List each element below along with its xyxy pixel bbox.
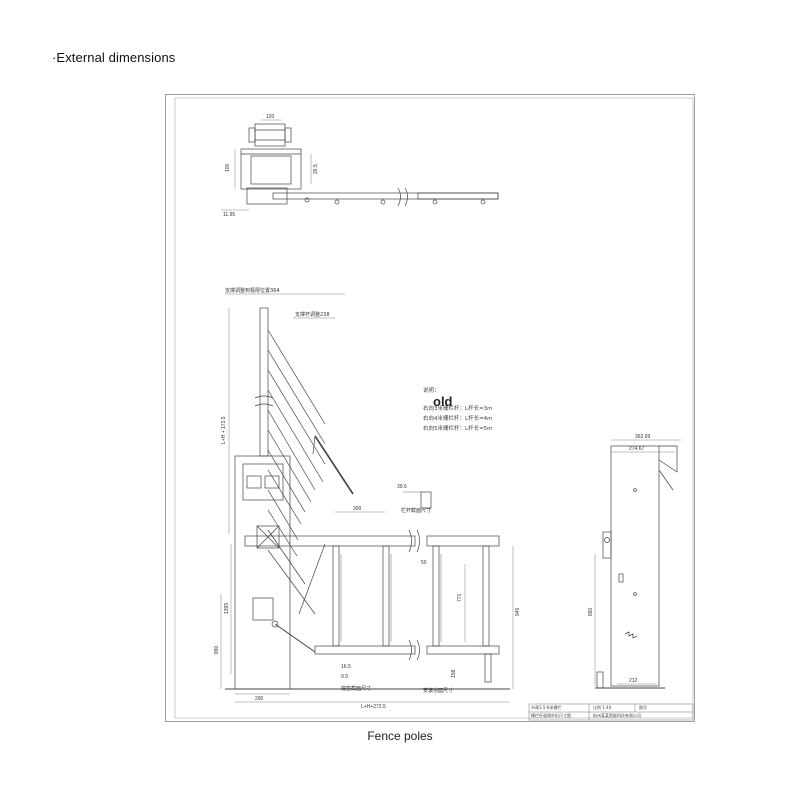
label-support-max: 支撑调整到极限位置364 xyxy=(225,287,280,294)
front-dim-300: 300 xyxy=(353,506,362,512)
top-dim-100: 100 xyxy=(225,163,231,172)
title-block-drawing-no: 图号 xyxy=(639,704,647,710)
cabinet-side xyxy=(610,445,660,687)
front-dim-945: 945 xyxy=(515,607,521,616)
label-base: 底座截面尺寸 xyxy=(341,685,371,692)
front-dim-bottom: L+H+272.5 xyxy=(361,704,386,710)
front-view xyxy=(220,293,514,703)
figure-caption: Fence poles xyxy=(367,729,433,743)
top-view xyxy=(221,119,499,211)
title-block-title-a: 市政3.5-6米栅栏 xyxy=(531,704,561,710)
front-dim-50: 50 xyxy=(421,560,427,566)
drawing-sheet: 120 100 26.5 11.95 xyxy=(165,94,695,722)
front-dim-9-9: 9.9 xyxy=(341,674,348,680)
technical-drawing: 120 100 26.5 11.95 xyxy=(165,94,695,722)
front-dim-890: 890 xyxy=(214,645,220,654)
top-dim-26-5: 26.5 xyxy=(313,164,319,174)
title-block xyxy=(528,703,694,721)
title-block-title-b: 栅栏杆道闸外形尺寸图 xyxy=(531,712,571,718)
top-dim-11-95: 11.95 xyxy=(223,212,235,218)
note-line-2: 右向4米栅栏杆：L杆长=4m xyxy=(423,414,493,422)
front-dim-771: 771 xyxy=(457,593,463,602)
watermark-text: old xyxy=(433,394,453,409)
side-dim-890: 890 xyxy=(588,607,594,616)
side-view xyxy=(594,439,681,689)
side-dim-362: 362.69 xyxy=(635,434,651,440)
front-dim-height: L+H + 172.5 xyxy=(221,416,227,444)
sheet-inner-border xyxy=(174,97,694,719)
note-line-3: 右向5米栅栏杆：L杆长=5m xyxy=(423,424,493,432)
front-dim-16-5: 16.5 xyxy=(341,664,351,670)
front-dim-39-6: 39.6 xyxy=(397,484,407,490)
side-dim-274: 274.67 xyxy=(629,446,645,452)
note-title: 说明： xyxy=(423,386,440,394)
note-line-1: 右向3米栅栏杆：L杆长=3m xyxy=(423,404,493,412)
title-block-company: 杭州某某智能科技有限公司 xyxy=(593,712,641,718)
label-detail: 栏杆截面尺寸 xyxy=(401,507,431,514)
label-support-adjust: 支撑杆调整238 xyxy=(295,311,330,318)
vertical-pole xyxy=(259,307,269,457)
section-heading: ·External dimensions xyxy=(52,50,176,65)
fence-arm-top xyxy=(244,535,416,547)
front-dim-290: 290 xyxy=(255,696,264,702)
title-block-scale: 比例 1:40 xyxy=(593,704,612,710)
fence-arm-bottom xyxy=(314,645,416,655)
top-dim-120: 120 xyxy=(266,114,275,120)
side-dim-212: 212 xyxy=(629,678,638,684)
cabinet-top xyxy=(240,148,302,190)
front-dim-158: 158 xyxy=(451,669,457,678)
cabinet-door xyxy=(252,597,274,621)
front-dim-1395: 1395 xyxy=(224,603,230,614)
label-floor: 安装地面尺寸 xyxy=(423,687,453,694)
